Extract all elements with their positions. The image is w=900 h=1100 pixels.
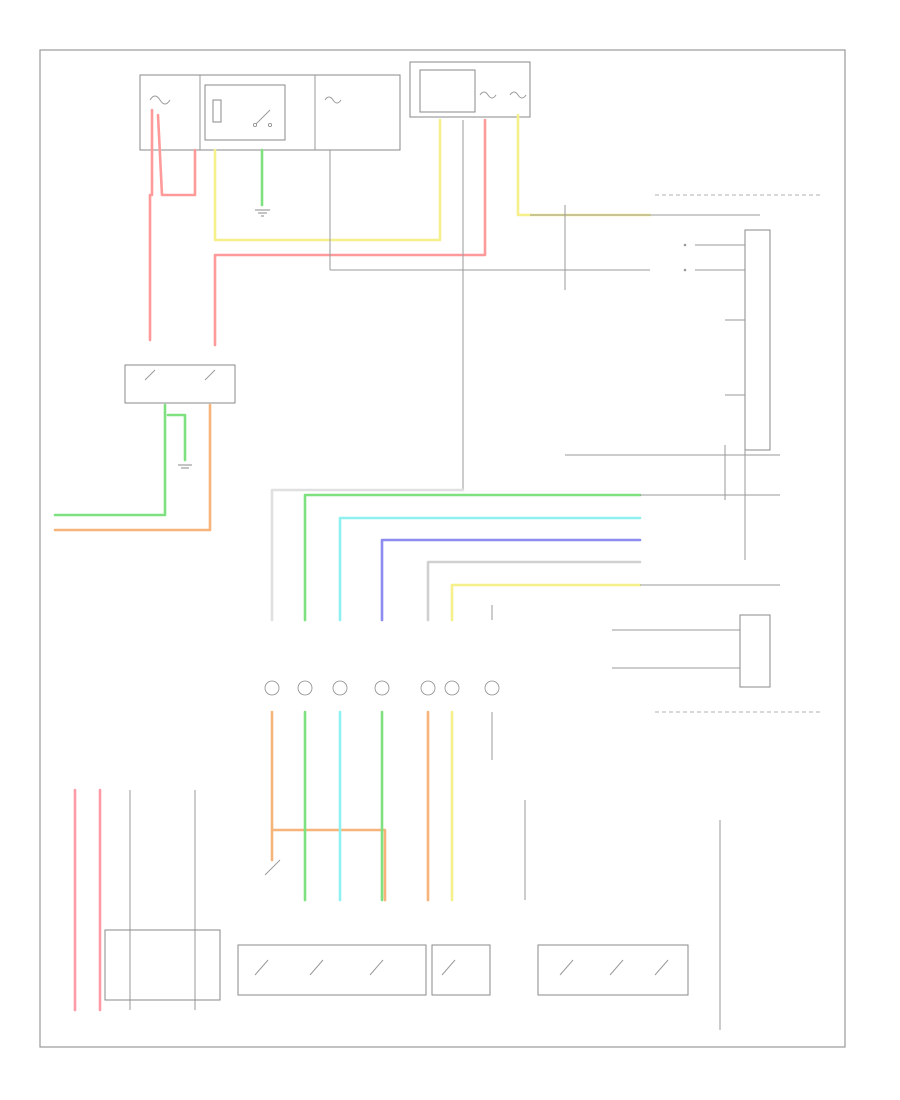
lower-wires (270, 710, 526, 902)
resume-switch-box (537, 944, 689, 996)
connector-row (264, 680, 500, 696)
cruise-control-unit-box (744, 229, 771, 451)
cruise-actuator-box (739, 614, 771, 688)
wire-yellow-long (450, 583, 642, 622)
wire-cyan (338, 516, 642, 622)
right-top-module (530, 194, 820, 451)
relay-box (204, 84, 286, 141)
fuse-small-1 (212, 99, 222, 123)
bottom-left-connector (73, 788, 221, 1012)
ground-symbol-top (255, 209, 270, 217)
wire-blue (380, 538, 642, 622)
harness-wires (270, 445, 780, 622)
driver-fuse-box (409, 61, 531, 118)
top-wires (148, 108, 652, 490)
wire-green-gnd (166, 413, 187, 462)
fuse-symbol-1 (149, 95, 171, 105)
wire-orange-switch (53, 403, 212, 532)
wire-orange-lower (270, 710, 387, 902)
wire-yellow-1 (213, 118, 442, 242)
cruise-control-switch-box (237, 944, 427, 996)
fuse-symbol-2 (324, 96, 342, 104)
driver-fuse-box-group (409, 61, 531, 118)
underhood-fuse-relay-box-group (139, 74, 401, 151)
wire-gray (270, 488, 465, 622)
wire-yellow-2 (516, 113, 652, 217)
fuse-box-left (139, 74, 401, 151)
wire-gray-2 (426, 560, 642, 622)
wire-red-left-1 (148, 108, 154, 342)
diagram-border (39, 49, 846, 1048)
wire-green-switch (53, 403, 167, 517)
multiplex-unit (419, 69, 476, 113)
wire-red-left-2 (156, 113, 197, 197)
brake-switch-group (53, 364, 236, 532)
cancel-switch-box (431, 944, 491, 996)
wire-green-long (303, 493, 642, 622)
wire-red-2 (213, 118, 487, 347)
bottom-switch-boxes (237, 859, 689, 996)
cruise-main-switch (104, 929, 221, 1001)
brake-pedal-position-switch (124, 364, 236, 404)
right-middle-module (612, 614, 820, 1030)
